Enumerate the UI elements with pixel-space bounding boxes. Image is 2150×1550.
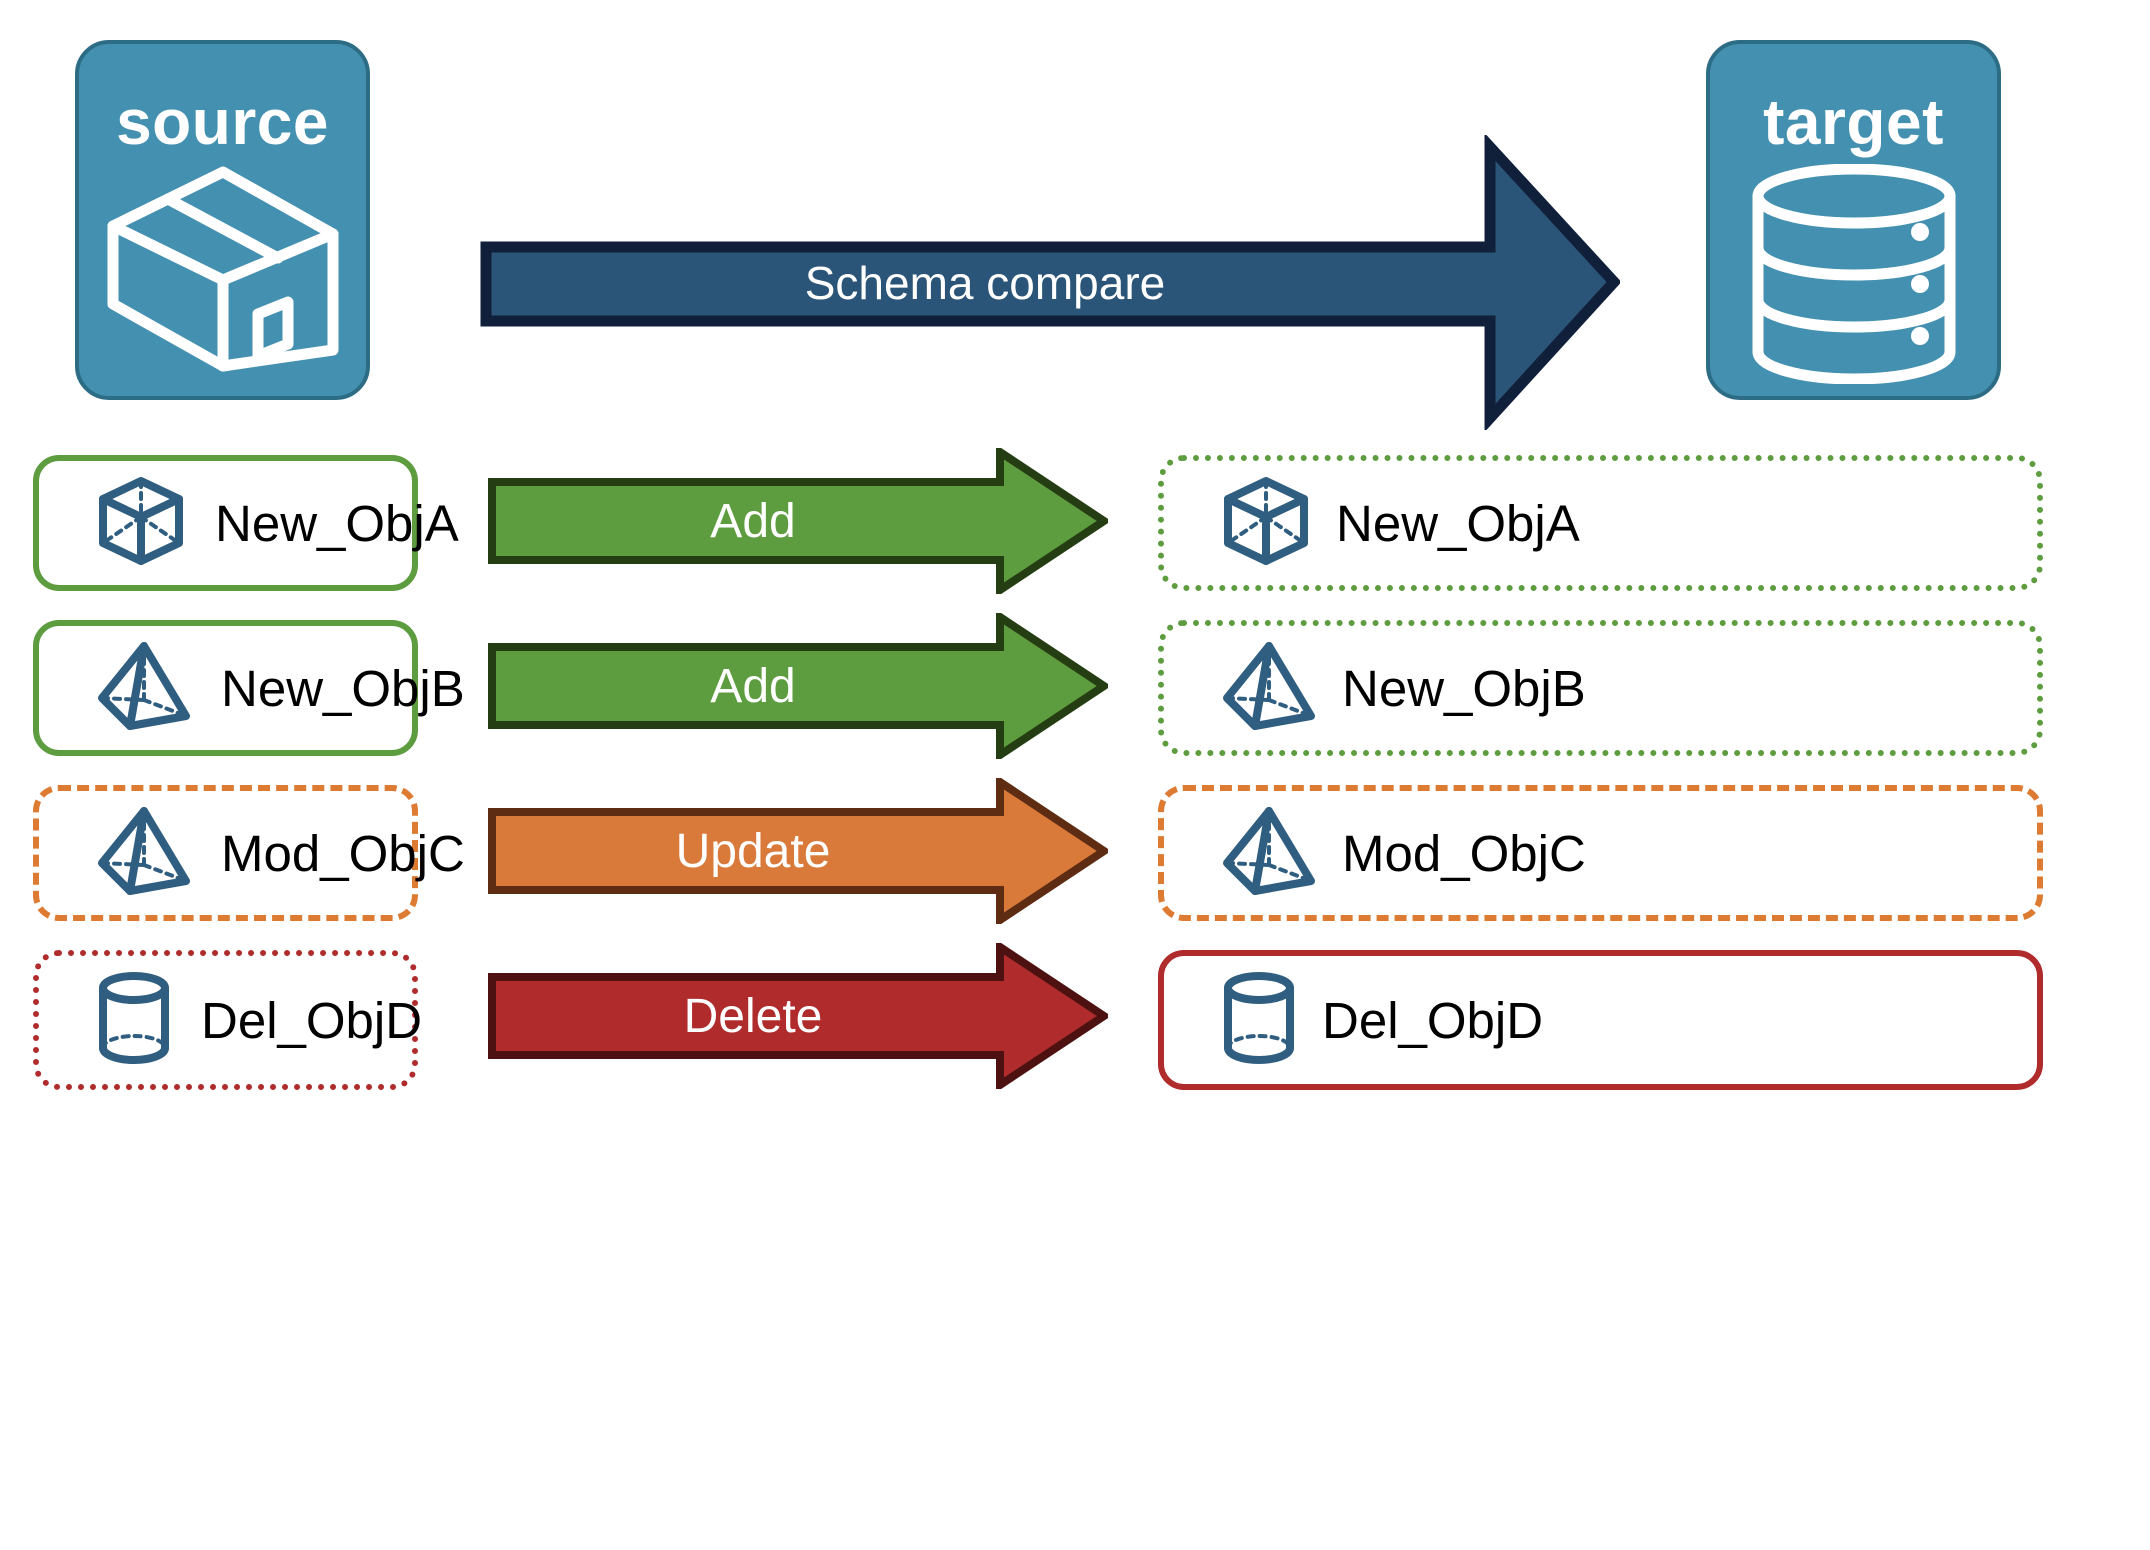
target-object-box-0[interactable]: New_ObjA <box>1158 455 2043 591</box>
target-object-label-0: New_ObjA <box>1336 494 1580 552</box>
cylinder-wireframe-icon <box>1222 970 1296 1071</box>
source-endpoint-card[interactable]: source <box>75 40 370 400</box>
action-arrow-1[interactable]: Add <box>488 609 1112 763</box>
source-title: source <box>116 86 329 158</box>
source-object-box-2[interactable]: Mod_ObjC <box>33 785 465 921</box>
target-object-box-2[interactable]: Mod_ObjC <box>1158 785 2043 921</box>
source-object-label-3: Del_ObjD <box>201 991 423 1049</box>
target-title: target <box>1763 86 1944 158</box>
target-object-label-2: Mod_ObjC <box>1342 824 1586 882</box>
pyramid-wireframe-icon <box>1222 640 1316 737</box>
database-cylinder-icon <box>1744 163 1964 389</box>
source-object-box-3[interactable]: Del_ObjD <box>33 950 422 1090</box>
target-object-box-3[interactable]: Del_ObjD <box>1158 950 2043 1090</box>
target-object-box-1[interactable]: New_ObjB <box>1158 620 2043 756</box>
pyramid-wireframe-icon <box>97 640 191 737</box>
source-object-label-1: New_ObjB <box>221 659 465 717</box>
cube-wireframe-icon <box>97 475 185 572</box>
target-endpoint-card[interactable]: target <box>1706 40 2001 400</box>
package-box-icon <box>98 154 348 389</box>
schema-compare-arrow[interactable]: Schema compare <box>480 132 1622 433</box>
cube-wireframe-icon <box>1222 475 1310 572</box>
pyramid-wireframe-icon <box>1222 805 1316 902</box>
source-object-label-0: New_ObjA <box>215 494 459 552</box>
action-arrow-3[interactable]: Delete <box>488 939 1112 1093</box>
source-object-box-0[interactable]: New_ObjA <box>33 455 459 591</box>
action-arrow-0[interactable]: Add <box>488 444 1112 598</box>
pyramid-wireframe-icon <box>97 805 191 902</box>
source-object-label-2: Mod_ObjC <box>221 824 465 882</box>
cylinder-wireframe-icon <box>97 970 171 1071</box>
source-object-box-1[interactable]: New_ObjB <box>33 620 465 756</box>
action-arrow-2[interactable]: Update <box>488 774 1112 928</box>
target-object-label-3: Del_ObjD <box>1322 991 1544 1049</box>
target-object-label-1: New_ObjB <box>1342 659 1586 717</box>
